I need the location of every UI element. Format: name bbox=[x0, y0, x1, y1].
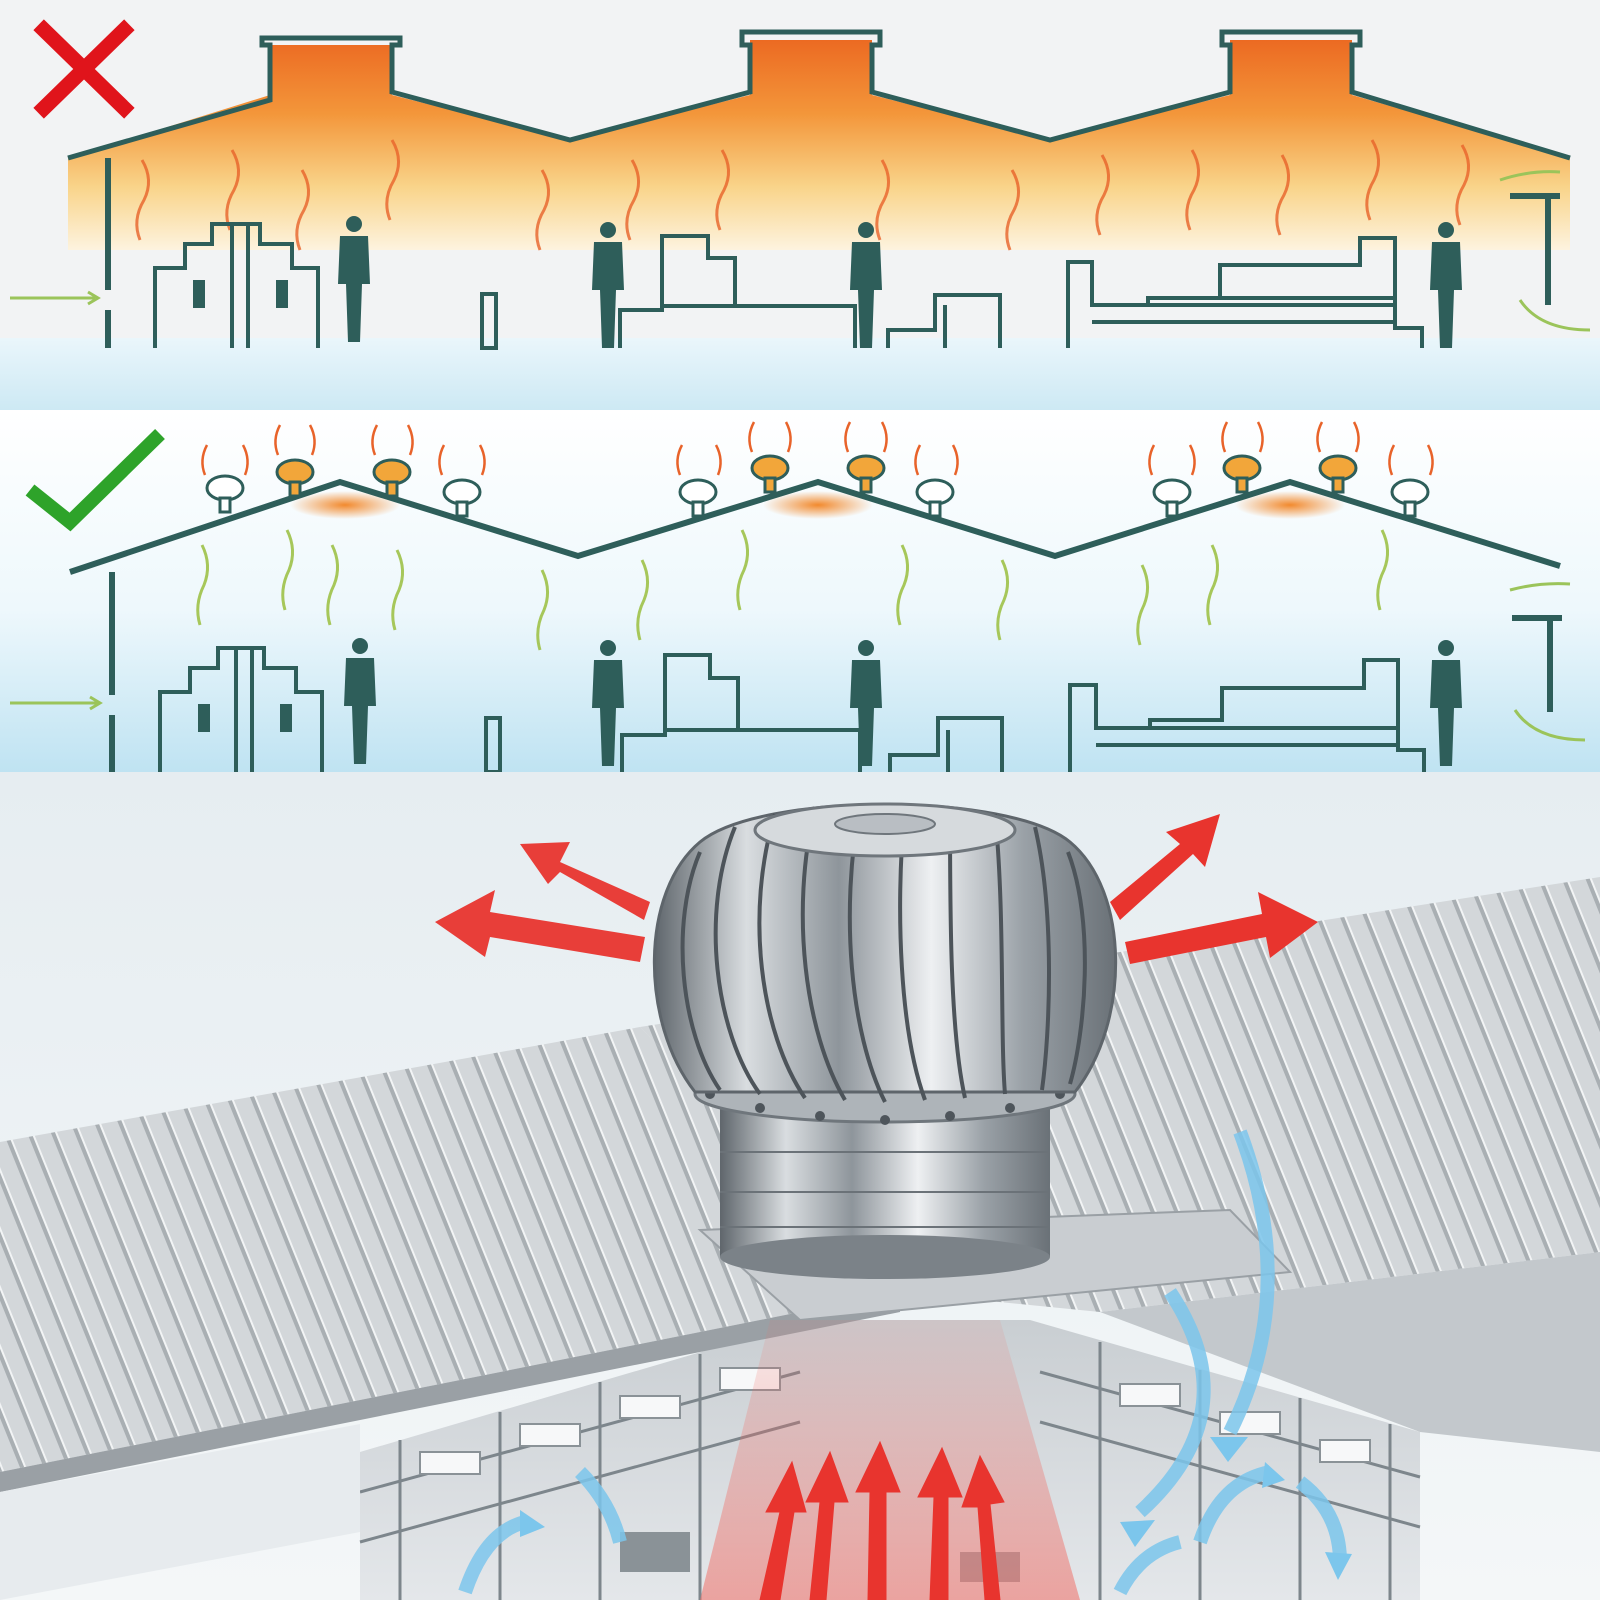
panel-with-ventilator bbox=[0, 410, 1600, 772]
turbine-ventilator-icon bbox=[1390, 478, 1430, 518]
turbine-ventilator-icon bbox=[372, 458, 412, 498]
turbine-ventilator-icon bbox=[678, 478, 718, 518]
turbine-ventilator bbox=[652, 802, 1118, 1279]
person-icon bbox=[1430, 640, 1462, 766]
exhaust-arrows bbox=[435, 814, 1318, 964]
turbine-illustration bbox=[0, 772, 1600, 1600]
turbine-ventilator-icon bbox=[750, 454, 790, 494]
exhaust-arrows bbox=[201, 421, 1434, 476]
turbine-ventilator-icon bbox=[915, 478, 955, 518]
roof-outline bbox=[69, 478, 1561, 575]
red-x-icon bbox=[33, 19, 135, 119]
roof-turbines bbox=[205, 454, 1430, 518]
panel-turbine-cutaway bbox=[0, 772, 1600, 1600]
green-check-icon bbox=[25, 428, 165, 532]
person-icon bbox=[344, 638, 376, 764]
roof-left bbox=[0, 1027, 900, 1600]
panel-without-ventilator bbox=[0, 0, 1600, 410]
roof-outline bbox=[67, 29, 1571, 161]
person-icon bbox=[592, 640, 624, 766]
turbine-ventilator-icon bbox=[1222, 454, 1262, 494]
heat-trapped-diagram bbox=[0, 0, 1600, 410]
worker-silhouettes bbox=[338, 216, 1462, 348]
turbine-ventilator-icon bbox=[205, 474, 245, 514]
trapped-heat-zone bbox=[68, 40, 1570, 250]
fresh-air-arrowheads bbox=[520, 1437, 1352, 1580]
turbine-ventilator-icon bbox=[1152, 478, 1192, 518]
ventilated-diagram bbox=[0, 410, 1600, 772]
heat-wisps bbox=[135, 139, 1470, 251]
person-icon bbox=[592, 222, 624, 348]
walls bbox=[109, 572, 1562, 772]
turbine-ventilator-icon bbox=[1318, 454, 1358, 494]
turbine-ventilator-icon bbox=[442, 478, 482, 518]
fresh-air-flow bbox=[196, 529, 1389, 651]
person-icon bbox=[338, 216, 370, 342]
factory-machinery bbox=[153, 222, 1424, 350]
person-icon bbox=[850, 640, 882, 766]
hot-air-arrows bbox=[759, 1440, 1005, 1600]
person-icon bbox=[1430, 222, 1462, 348]
factory-machinery bbox=[158, 646, 1426, 772]
fresh-air-arrows bbox=[458, 1129, 1347, 1596]
right-wall bbox=[1510, 193, 1560, 305]
turbine-ventilator-icon bbox=[846, 454, 886, 494]
worker-silhouettes bbox=[344, 638, 1462, 766]
turbine-ventilator-icon bbox=[275, 458, 315, 498]
person-icon bbox=[850, 222, 882, 348]
